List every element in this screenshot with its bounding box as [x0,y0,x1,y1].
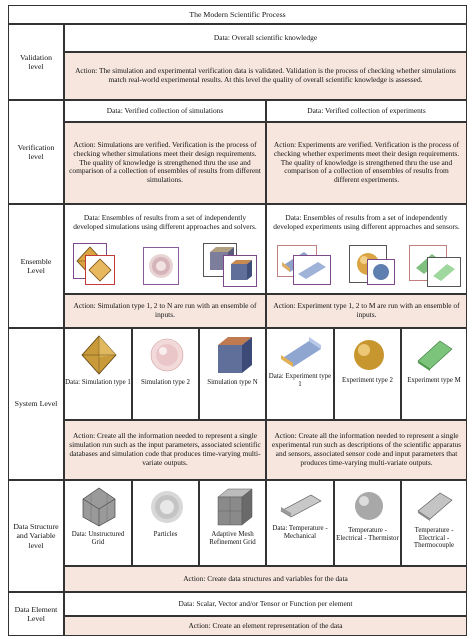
amr-grid-icon [217,488,253,526]
diagram-title: The Modern Scientific Process [8,5,467,24]
validation-action: Action: The simulation and experimental … [64,52,467,100]
system-exp-2: Experiment type 2 [334,328,401,420]
ds-particles: Particles [132,480,199,566]
system-sim-1-label: Data: Simulation type 1 [65,379,131,386]
ensemble-exp-action: Action: Experiment type 1, 2 to M are ru… [266,294,467,328]
level-label-ensemble: Ensemble Level [8,204,64,328]
particles-icon [151,491,183,523]
data-structure-action: Action: Create data structures and varia… [64,566,467,592]
ensemble-sim-data: Data: Ensembles of results from a set of… [73,213,257,231]
thermocouple-plate-icon [417,492,453,521]
ds-temp-thermocouple: Temperature - Electrical - Thermocouple [401,480,467,566]
system-exp-m: Experiment type M [401,328,467,420]
level-label-validation: Validation level [8,24,64,100]
ensemble-sim-action: Action: Simulation type 1, 2 to N are ru… [64,294,266,328]
experiment-bar-icon [281,337,321,367]
ds-temp-thermistor: Temperature - Electrical - Thermistor [334,480,401,566]
ds-unstructured-grid: Data: Unstructured Grid [64,480,132,566]
thermometer-bar-icon [280,494,322,518]
ds-temp-thermistor-label: Temperature - Electrical - Thermistor [336,527,399,542]
ds-amr-grid-label: Adaptive Mesh Refinement Grid [209,531,256,546]
verification-exp-action: Action: Experiments are verified. Verifi… [266,122,467,204]
ds-particles-label: Particles [153,531,178,538]
system-exp-action: Action: Create all the information neede… [266,420,467,480]
ds-amr-grid: Adaptive Mesh Refinement Grid [199,480,266,566]
system-exp-1: Data: Experiment type 1 [266,328,334,420]
system-sim-n: Simulation type N [199,328,266,420]
mesh-cube-icon [218,337,252,373]
ensemble-sim-image-5 [223,255,257,287]
plate-icon [417,340,453,371]
ds-temp-thermocouple-label: Temperature - Electrical - Thermocouple [413,527,455,550]
level-label-verification: Verification level [8,100,64,204]
ensemble-sim-data-cell: Data: Ensembles of results from a set of… [64,204,266,294]
ensemble-exp-data: Data: Ensembles of results from a set of… [273,213,460,231]
thermistor-sphere-icon [355,492,383,520]
particle-sphere-icon [150,338,184,372]
level-label-system: System Level [8,328,64,480]
system-sim-2: Simulation type 2 [132,328,199,420]
verification-sim-action: Action: Simulations are verified. Verifi… [64,122,266,204]
system-sim-2-label: Simulation type 2 [141,379,190,386]
ensemble-sim-image-3 [143,247,179,285]
ds-temp-mechanical: Data: Temperature - Mechanical [266,480,334,566]
ensemble-exp-image-4 [367,259,395,285]
level-label-data-structure: Data Structure and Variable level [8,480,64,592]
octahedron-mesh-icon [81,335,117,375]
sphere-icon [354,340,384,370]
verification-sim-data: Data: Verified collection of simulations [64,100,266,122]
level-label-data-element: Data Element Level [8,592,64,636]
ensemble-exp-image-2 [293,255,331,285]
ensemble-exp-image-6 [427,257,461,287]
ds-unstructured-grid-label: Data: Unstructured Grid [71,531,125,546]
ds-temp-mechanical-label: Data: Temperature - Mechanical [272,525,328,540]
data-element-data: Data: Scalar, Vector and/or Tensor or Fu… [64,592,467,616]
unstructured-grid-icon [82,487,116,527]
system-sim-action: Action: Create all the information neede… [64,420,266,480]
verification-exp-data: Data: Verified collection of experiments [266,100,467,122]
ensemble-exp-data-cell: Data: Ensembles of results from a set of… [266,204,467,294]
system-sim-1: Data: Simulation type 1 [64,328,132,420]
system-exp-m-label: Experiment type M [407,377,461,384]
system-sim-n-label: Simulation type N [207,379,258,386]
system-exp-1-label: Data: Experiment type 1 [268,373,332,388]
system-exp-2-label: Experiment type 2 [342,377,393,384]
data-element-action: Action: Create an element representation… [64,616,467,636]
ensemble-sim-image-2 [85,255,115,285]
validation-data: Data: Overall scientific knowledge [64,24,467,52]
